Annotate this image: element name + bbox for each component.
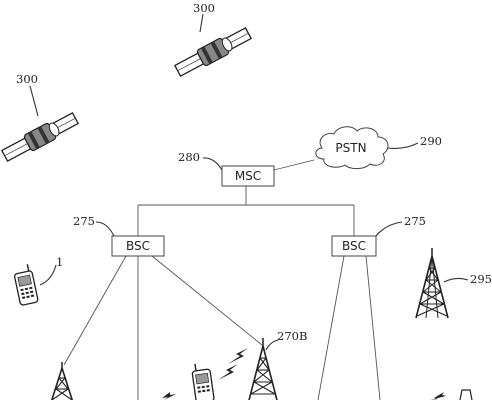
leader-line [387,142,419,149]
ref-label-bsc-left: 275 [73,214,95,228]
lightning-signal-icon [162,348,446,400]
ref-label-phone-left: 1 [56,255,63,269]
leader-line [202,157,223,171]
mobile-phone-icon [459,389,473,400]
ref-label-satellite-left: 300 [16,72,38,86]
pstn-label: PSTN [335,141,366,155]
satellite-icon [0,112,80,162]
leader-line [95,221,115,237]
antenna-tower-icon [415,248,449,319]
antenna-tower-icon [248,338,278,400]
leader-line [443,277,469,283]
mobile-phone-icon [191,363,215,400]
leader-line [375,221,403,237]
msc-node [221,165,275,187]
msc-label: MSC [235,169,261,183]
ref-label-satellite-top: 300 [193,1,215,15]
satellite-icon [173,27,253,77]
mobile-phone-icon [13,264,39,306]
bsc-left-node [111,235,165,257]
bsc-right-node [331,235,377,257]
bsc-left-label: BSC [126,239,150,253]
connection-lines [63,159,381,400]
ref-label-bsc-right: 275 [404,214,426,228]
leader-line [265,339,279,351]
bsc-right-label: BSC [342,239,366,253]
leader-line [29,85,39,117]
antenna-tower-icon [50,362,74,400]
leader-line [199,13,204,33]
ref-label-msc: 280 [178,150,200,164]
leader-line [39,264,57,286]
ref-label-tower-right: 295 [470,272,492,286]
pstn-cloud [315,126,389,170]
ref-label-pstn: 290 [420,134,442,148]
ref-label-base-station: 270B [277,329,307,343]
